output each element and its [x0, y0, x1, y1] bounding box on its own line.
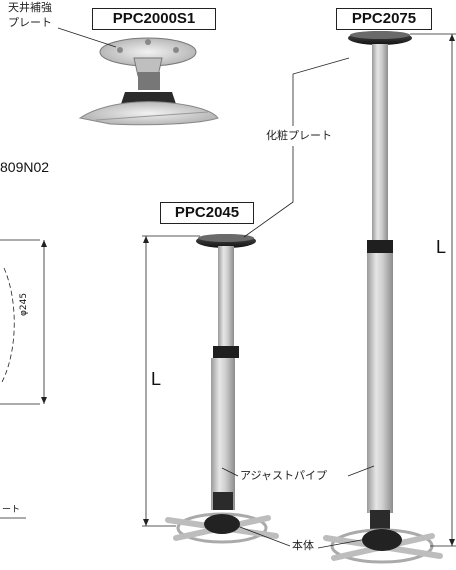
length-label-left: L [151, 369, 162, 389]
ceiling-plate-label-2: プレート [8, 16, 52, 29]
body-label: 本体 [292, 539, 314, 552]
ceiling-plate-label-1: 天井補強 [8, 1, 52, 14]
leader-lines [221, 57, 375, 549]
part-code: 809N02 [0, 159, 50, 175]
length-dimension-left [142, 235, 200, 527]
ppc2000s1-illustration [57, 27, 219, 126]
length-label-right: L [436, 237, 447, 257]
ceiling-plate-leader [57, 27, 117, 48]
plate-section-drawing [0, 239, 47, 519]
model-label-ppc2045: PPC2045 [160, 202, 254, 224]
ppc2045-illustration [165, 234, 279, 544]
length-dimension-right [410, 33, 456, 547]
model-label-ppc2000s1: PPC2000S1 [92, 8, 216, 30]
model-label-ppc2075: PPC2075 [336, 8, 432, 30]
ppc2075-illustration [323, 31, 443, 564]
adjust-pipe-label: アジャストパイプ [240, 469, 328, 482]
diameter-label: φ245 [19, 292, 29, 316]
cosmetic-plate-label: 化粧プレート [264, 129, 334, 142]
cut-plate-label: ート [2, 505, 21, 515]
